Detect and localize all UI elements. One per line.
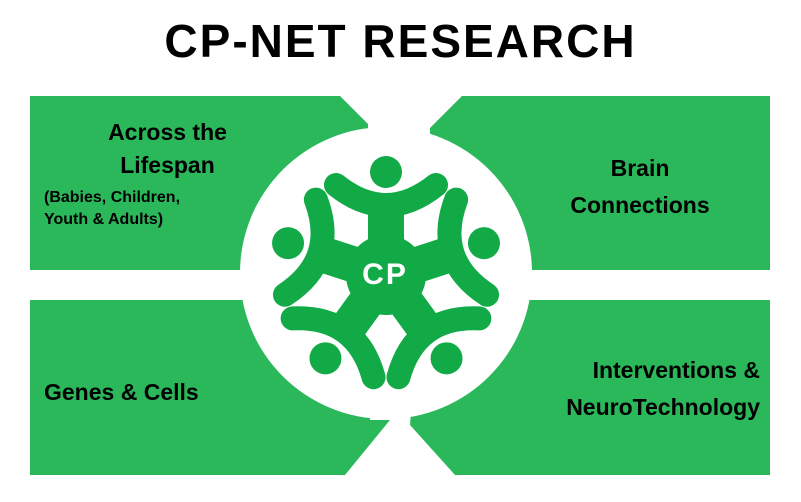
figure-head bbox=[467, 227, 500, 260]
label-genes-line1: Genes & Cells bbox=[44, 379, 199, 405]
label-interventions-line1: Interventions & bbox=[592, 357, 760, 383]
figure-head bbox=[309, 342, 342, 375]
label-lifespan-sub2: Youth & Adults) bbox=[44, 210, 164, 228]
label-lifespan-line1: Across the bbox=[108, 119, 227, 145]
figure-head bbox=[272, 227, 305, 260]
label-brain-line2: Connections bbox=[570, 191, 710, 218]
logo-text: CP bbox=[362, 258, 408, 291]
figure-head bbox=[370, 156, 402, 188]
figure-head bbox=[430, 342, 463, 375]
label-lifespan-line2: Lifespan bbox=[120, 151, 215, 178]
label-brain: Brain Connections bbox=[530, 154, 750, 220]
label-brain-line1: Brain bbox=[610, 155, 670, 181]
diagram-title: CP-NET RESEARCH bbox=[164, 15, 637, 67]
label-interventions-line2: NeuroTechnology bbox=[566, 393, 760, 420]
logo-hub bbox=[346, 235, 426, 315]
label-lifespan-sub1: (Babies, Children, bbox=[44, 188, 181, 206]
five-figures-circle-icon bbox=[272, 156, 500, 390]
label-lifespan: Across the Lifespan (Babies, Children, Y… bbox=[30, 118, 305, 230]
label-interventions: Interventions & NeuroTechnology bbox=[510, 356, 760, 422]
label-genes: Genes & Cells bbox=[44, 378, 199, 407]
